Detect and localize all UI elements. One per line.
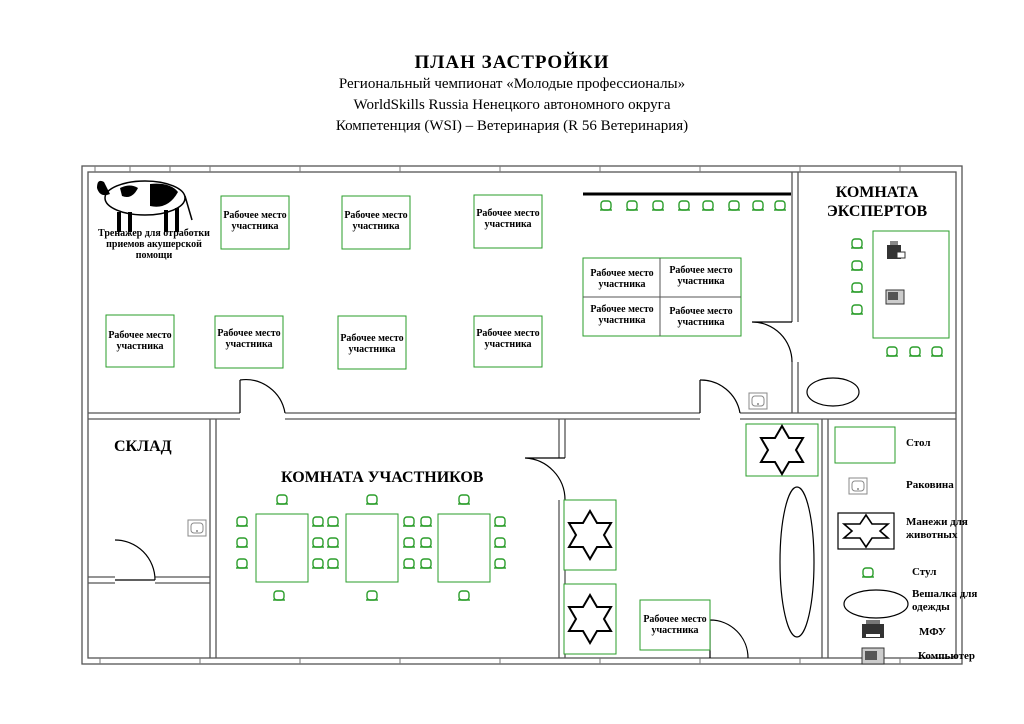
- workstation-4: [105, 314, 175, 368]
- simulator-label: Тренажер для отработки приемов акушерско…: [98, 228, 210, 261]
- table-2: [345, 513, 399, 583]
- workstation-label: Рабочее место участника: [476, 328, 540, 350]
- room-storage: СКЛАД: [114, 438, 172, 455]
- workstation-1: [220, 195, 290, 250]
- workstation-label: Рабочее место участника: [669, 306, 733, 328]
- workstation-label: Рабочее место участника: [108, 330, 172, 352]
- printer-icon: [887, 241, 906, 259]
- cow-icon: [97, 180, 193, 232]
- workstation-label: Рабочее место участника: [344, 210, 408, 232]
- workstation-7: [473, 315, 543, 368]
- workstation-3: [473, 194, 543, 249]
- workstation-2: [341, 195, 411, 250]
- workstation-label: Рабочее место участника: [340, 333, 404, 355]
- subtitle-region: WorldSkills Russia Ненецкого автономного…: [353, 97, 671, 113]
- legend-mfp: МФУ: [919, 626, 946, 638]
- expert-table: [872, 230, 950, 339]
- workstation-label: Рабочее место участника: [669, 265, 733, 287]
- legend-computer-icon: [861, 647, 885, 665]
- table-1: [255, 513, 309, 583]
- legend-hanger: Вешалка для одежды: [912, 588, 978, 613]
- legend-pens: Манежи для животных: [906, 516, 968, 541]
- room-experts: КОМНАТА ЭКСПЕРТОВ: [826, 184, 928, 220]
- workstation-label: Рабочее место участника: [223, 210, 287, 232]
- workstation-label: Рабочее место участника: [590, 304, 654, 326]
- plan-title: ПЛАН ЗАСТРОЙКИ: [414, 52, 610, 73]
- workstation-label: Рабочее место участника: [643, 614, 707, 636]
- subtitle-championship: Региональный чемпионат «Молодые професси…: [338, 76, 686, 92]
- computer-icon: [885, 289, 905, 305]
- room-participants: КОМНАТА УЧАСТНИКОВ: [281, 469, 484, 486]
- legend-printer-icon: [862, 620, 884, 638]
- subtitle-competence: Компетенция (WSI) – Ветеринария (R 56 Ве…: [335, 118, 689, 134]
- workstation-label: Рабочее место участника: [476, 208, 540, 230]
- workstation-8: [639, 599, 711, 651]
- table-3: [437, 513, 491, 583]
- legend-table: Стол: [906, 437, 931, 449]
- legend-computer: Компьютер: [918, 650, 976, 662]
- workstation-5: [214, 315, 284, 369]
- workstation-6: [337, 315, 407, 370]
- workstation-label: Рабочее место участника: [590, 268, 654, 290]
- workstation-label: Рабочее место участника: [217, 328, 281, 350]
- legend-chair: Стул: [912, 566, 937, 578]
- legend-sink: Раковина: [906, 479, 954, 491]
